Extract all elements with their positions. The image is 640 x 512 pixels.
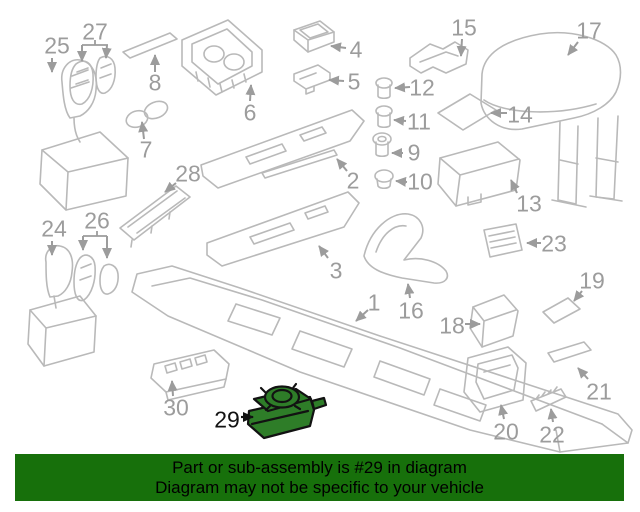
callout-arrow — [336, 158, 348, 172]
callout-arrow — [404, 283, 415, 299]
callout-28[interactable]: 28 — [175, 160, 201, 186]
callout-arrow — [567, 41, 579, 56]
callout-5[interactable]: 5 — [348, 68, 361, 94]
part-6-cupholder-insert — [181, 19, 263, 96]
callout-2[interactable]: 2 — [347, 167, 360, 193]
callout-12[interactable]: 12 — [409, 74, 435, 100]
result-banner: Part or sub-assembly is #29 in diagram D… — [15, 454, 624, 501]
callout-arrow — [577, 367, 589, 380]
part-24-shift-knob-assembly — [27, 244, 97, 367]
callout-8[interactable]: 8 — [149, 69, 162, 95]
callout-arrow — [395, 176, 408, 187]
part-12-screw — [375, 77, 393, 100]
callout-10[interactable]: 10 — [407, 168, 433, 194]
part-7-grommets — [125, 100, 169, 129]
callout-arrow — [318, 245, 329, 259]
callout-arrow — [498, 404, 508, 420]
part-25-shift-knob-assembly — [39, 58, 129, 211]
callout-26[interactable]: 26 — [84, 207, 110, 233]
callout-arrow — [456, 38, 467, 57]
callout-7[interactable]: 7 — [140, 136, 153, 162]
callout-21[interactable]: 21 — [586, 378, 612, 404]
callout-19[interactable]: 19 — [579, 267, 605, 293]
part-26-knob-covers — [73, 254, 119, 302]
callout-20[interactable]: 20 — [493, 418, 519, 444]
callout-arrow — [394, 82, 411, 93]
callout-arrow — [510, 179, 520, 194]
callout-arrow — [101, 44, 112, 59]
part-29-controller-highlighted[interactable] — [246, 382, 328, 440]
part-4-storage-tray — [293, 20, 335, 53]
callout-16[interactable]: 16 — [398, 297, 424, 323]
callout-arrow — [328, 75, 345, 86]
callout-1[interactable]: 1 — [368, 289, 381, 315]
callout-25[interactable]: 25 — [44, 32, 70, 58]
callout-6[interactable]: 6 — [244, 99, 257, 125]
part-21-trim-strip — [547, 341, 592, 363]
callout-13[interactable]: 13 — [516, 190, 542, 216]
callout-22[interactable]: 22 — [539, 421, 565, 447]
part-20-rear-panel — [463, 346, 527, 413]
callout-11[interactable]: 11 — [407, 108, 431, 134]
callout-23[interactable]: 23 — [541, 230, 567, 256]
part-5-bracket — [293, 64, 331, 95]
callout-9[interactable]: 9 — [408, 139, 421, 165]
callout-4[interactable]: 4 — [350, 36, 363, 62]
banner-line2: Diagram may not be specific to your vehi… — [155, 477, 484, 497]
part-2-console-trim-panel — [200, 109, 365, 189]
callout-arrow — [138, 121, 149, 140]
part-3-trim-frame — [206, 191, 360, 267]
part-27-knob-covers — [69, 55, 116, 106]
banner-line1: Part or sub-assembly is #29 in diagram — [172, 458, 467, 477]
part-16-console-carrier — [363, 213, 449, 284]
callout-18[interactable]: 18 — [439, 312, 465, 338]
callout-arrow — [245, 84, 256, 102]
part-15-bracket — [409, 41, 469, 74]
callout-29[interactable]: 29 — [214, 406, 240, 432]
part-10-clip — [374, 169, 394, 190]
part-11-screw — [375, 105, 393, 129]
callout-30[interactable]: 30 — [163, 394, 189, 420]
callout-arrow — [393, 115, 407, 126]
part-22-serrated-strip — [530, 386, 567, 412]
part-17-armrest — [480, 31, 623, 208]
callout-arrow — [167, 380, 178, 397]
console-trim-strip — [261, 149, 338, 179]
part-9-grommet — [372, 132, 392, 158]
part-28-gear-surround-trim — [119, 185, 191, 248]
part-18-rear-tray — [469, 294, 519, 348]
callout-15[interactable]: 15 — [451, 14, 477, 40]
part-8-trim-strip — [122, 32, 178, 59]
part-30-switch-panel — [150, 349, 230, 401]
part-14-adhesive-pad — [437, 93, 497, 131]
part-19-adhesive-pad — [542, 297, 581, 324]
callout-arrow — [355, 309, 369, 322]
part-13-storage-box — [437, 141, 521, 207]
callout-arrow — [330, 42, 347, 53]
callout-arrow — [573, 290, 585, 302]
callout-24[interactable]: 24 — [41, 215, 67, 241]
callout-arrow — [164, 181, 177, 193]
callout-17[interactable]: 17 — [576, 17, 602, 43]
part-23-air-vent — [483, 223, 523, 258]
callout-27[interactable]: 27 — [82, 18, 108, 44]
callout-layer: 1234567891011121314151617181920212223242… — [41, 14, 612, 447]
callout-arrow — [547, 408, 558, 423]
callout-14[interactable]: 14 — [507, 101, 533, 127]
callout-3[interactable]: 3 — [330, 257, 343, 283]
